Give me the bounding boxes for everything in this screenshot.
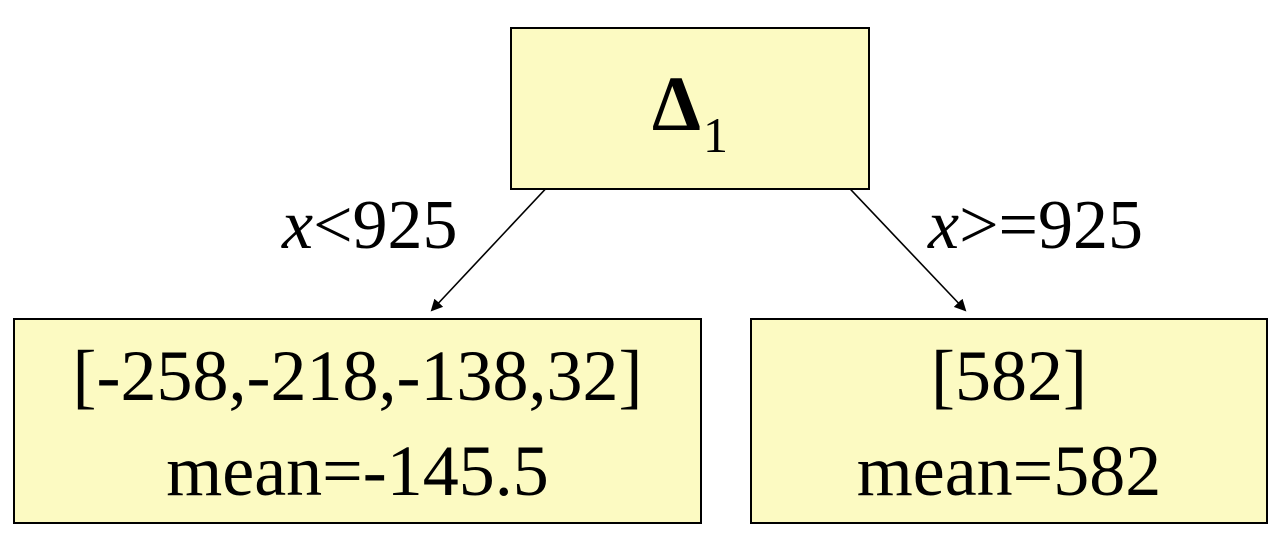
edge-right-variable: x: [928, 187, 960, 264]
right-leaf-mean: mean=582: [856, 431, 1162, 511]
edge-right-label: x>=925: [928, 191, 1143, 261]
right-leaf-node: [582] mean=582: [750, 318, 1268, 524]
left-leaf-values: [-258,-218,-138,32]: [72, 336, 643, 416]
left-leaf-node: [-258,-218,-138,32] mean=-145.5: [13, 318, 702, 524]
root-node: Δ1: [510, 27, 870, 190]
left-leaf-mean: mean=-145.5: [166, 431, 549, 511]
edge-left-label: x<925: [282, 191, 458, 261]
edge-right-condition: >=925: [959, 187, 1144, 264]
edge-left-variable: x: [282, 187, 314, 264]
right-leaf-values: [582]: [931, 336, 1087, 416]
edge-left-condition: <925: [313, 187, 458, 264]
root-symbol: Δ: [652, 60, 701, 147]
root-label: Δ1: [512, 65, 868, 161]
root-subscript: 1: [702, 107, 728, 163]
